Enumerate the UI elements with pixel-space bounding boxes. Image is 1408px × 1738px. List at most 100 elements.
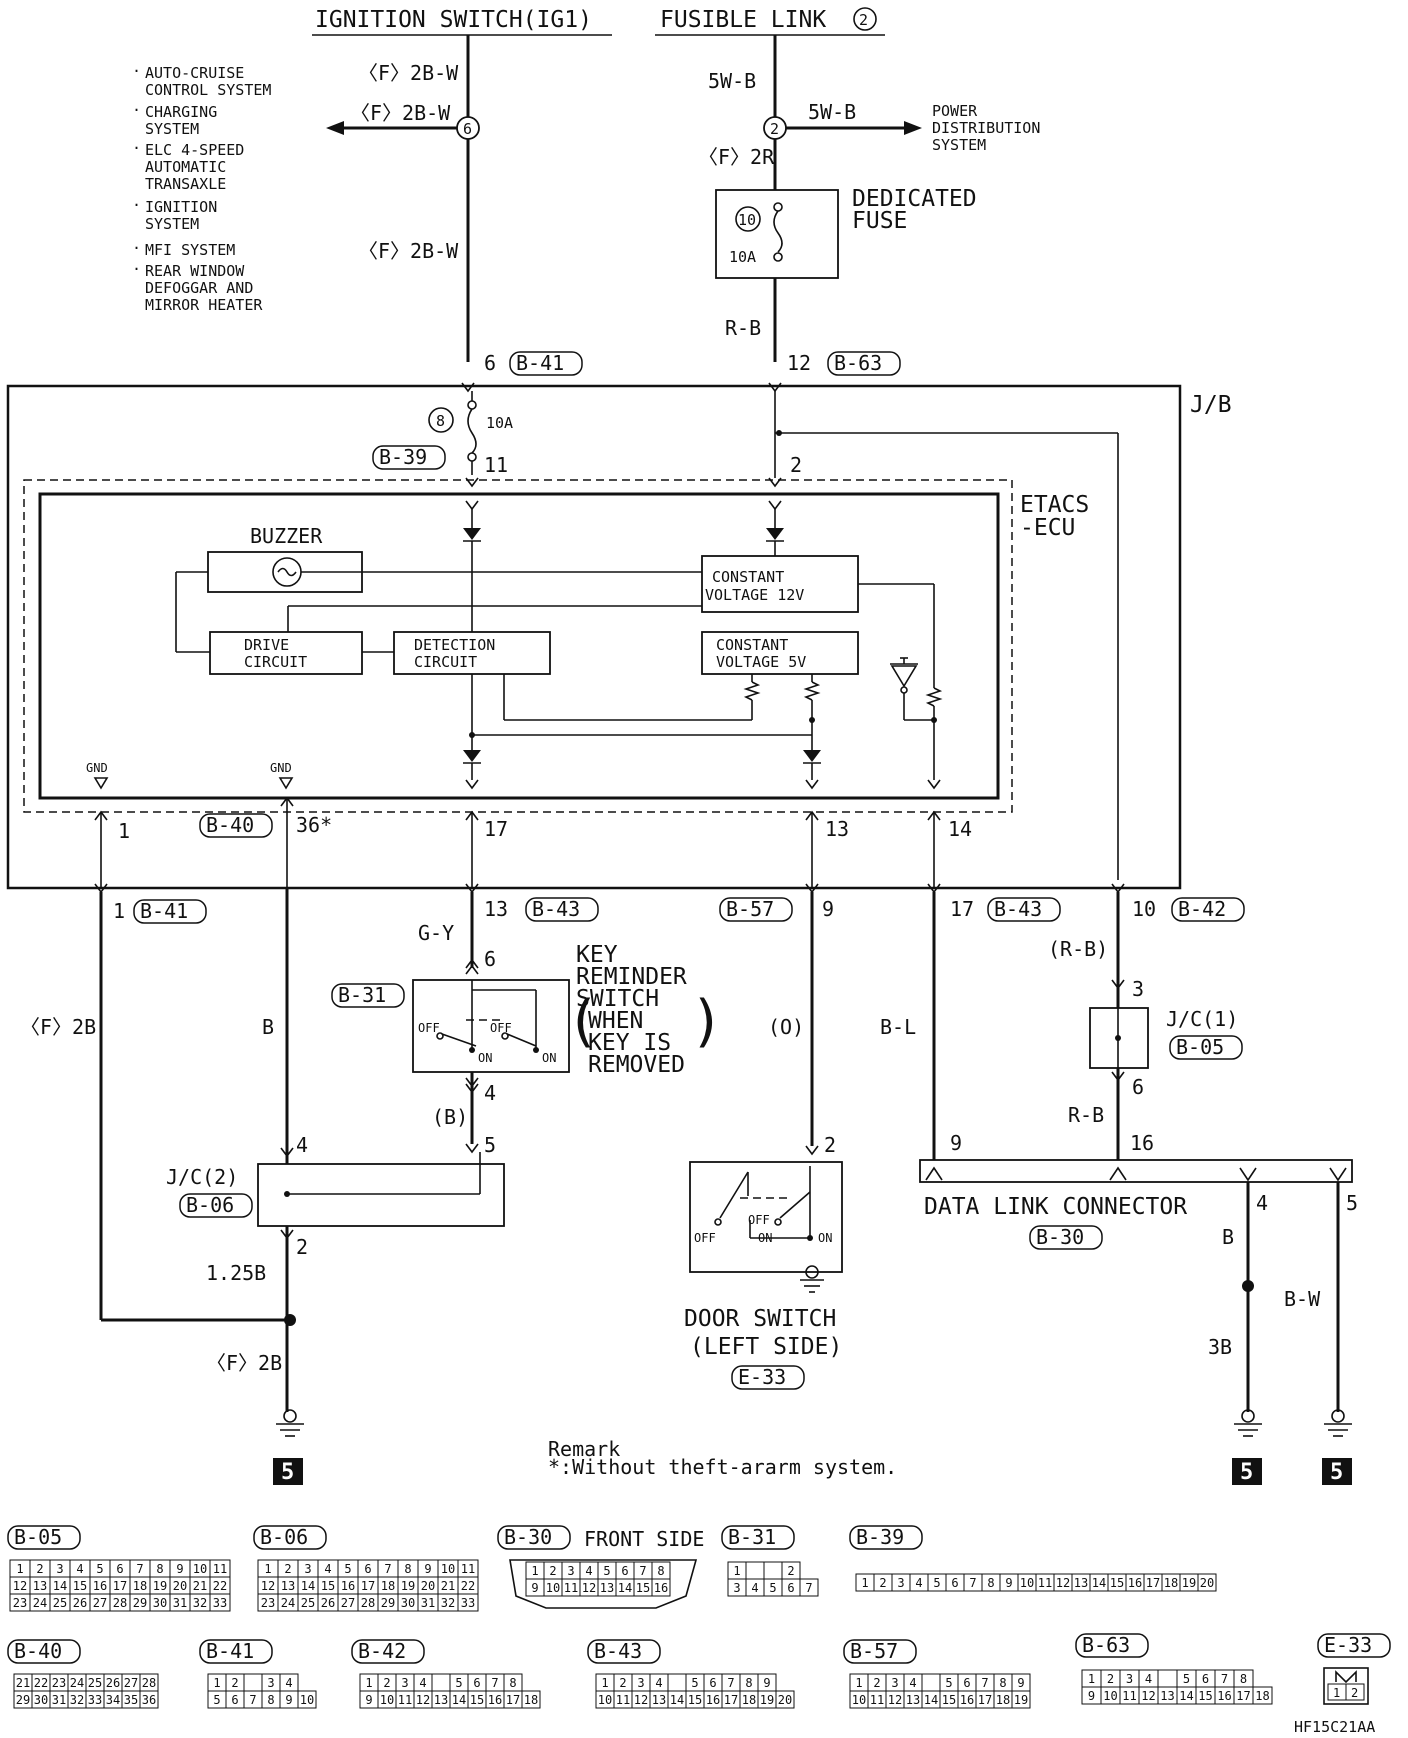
- pin-num: 27: [124, 1676, 138, 1690]
- pin-num: 19: [1014, 1693, 1028, 1707]
- pin-num: 21: [16, 1676, 30, 1690]
- ks-title-2: REMINDER: [576, 964, 687, 990]
- pin-num: 15: [942, 1693, 956, 1707]
- pin-num: 19: [1182, 1576, 1196, 1590]
- pin-num: 17: [724, 1693, 738, 1707]
- connector-face-b30: [509, 1559, 698, 1609]
- wire-5wb-2: 5W-B: [808, 100, 856, 124]
- face-label-b41: B-41: [206, 1639, 254, 1663]
- ks-off-1: OFF: [418, 1021, 440, 1035]
- jb-pin-2: 2: [790, 453, 802, 477]
- face-label-e33: E-33: [1324, 1633, 1372, 1657]
- pin-num: 1: [213, 1676, 220, 1690]
- pin-num: 3: [401, 1676, 408, 1690]
- pin-num: 15: [636, 1581, 650, 1595]
- pin-num: 2: [231, 1676, 238, 1690]
- pin-num: 18: [742, 1693, 756, 1707]
- wire-5wb-1: 5W-B: [708, 69, 756, 93]
- pin-cell: [457, 1593, 479, 1612]
- pin-num: 2: [383, 1676, 390, 1690]
- door-on-1: ON: [758, 1231, 772, 1245]
- pin-num: 10: [852, 1693, 866, 1707]
- arrow-right-icon: [904, 121, 922, 135]
- pin-num: 7: [981, 1676, 988, 1690]
- ks-conn: B-31: [338, 983, 386, 1007]
- gnd-2: GND: [270, 761, 292, 775]
- pin-num: 8: [404, 1562, 411, 1576]
- jc1-conn: B-05: [1176, 1035, 1224, 1059]
- pin-num: 7: [969, 1576, 976, 1590]
- ground-num: 5: [1240, 1460, 1253, 1485]
- pin-num: 4: [1145, 1672, 1152, 1686]
- wire-b-2: B: [262, 1015, 274, 1039]
- ignition-switch-label: IGNITION SWITCH(IG1): [315, 7, 592, 33]
- pin-num: 20: [421, 1579, 435, 1593]
- pin-num: 22: [213, 1579, 227, 1593]
- face-label-b39: B-39: [856, 1525, 904, 1549]
- pin-num: 25: [301, 1596, 315, 1610]
- pin-num: 9: [1088, 1689, 1095, 1703]
- system-line: CONTROL SYSTEM: [145, 81, 271, 99]
- wire-rb-1: R-B: [725, 316, 761, 340]
- pin-num: 5: [691, 1676, 698, 1690]
- pin-num: 7: [491, 1676, 498, 1690]
- ks-off-2: OFF: [490, 1021, 512, 1035]
- cv5-line2: VOLTAGE 5V: [716, 653, 806, 671]
- pin-cell: [243, 1673, 263, 1692]
- jc2-pin-4: 4: [296, 1133, 308, 1157]
- face-label-b42: B-42: [358, 1639, 406, 1663]
- pin-num: 6: [116, 1562, 123, 1576]
- pin-num: 31: [173, 1596, 187, 1610]
- pin-num: 1: [16, 1562, 23, 1576]
- ground-num: 5: [281, 1460, 294, 1485]
- pin-num: 31: [52, 1693, 66, 1707]
- remark-2: *:Without theft-ararm system.: [548, 1455, 897, 1479]
- wire-f2bw-2: 〈F〉2B-W: [350, 101, 451, 125]
- drive-line2: CIRCUIT: [244, 653, 307, 671]
- pin-num: 22: [461, 1579, 475, 1593]
- pin-num: 3: [267, 1676, 274, 1690]
- pin-num: 20: [778, 1693, 792, 1707]
- pin-num: 11: [616, 1693, 630, 1707]
- wire-gy: G-Y: [418, 921, 454, 945]
- pin-num: 13: [1160, 1689, 1174, 1703]
- buzzer-label: BUZZER: [250, 524, 323, 548]
- pin-num: 24: [70, 1676, 84, 1690]
- jc1-pin-3: 3: [1132, 977, 1144, 1001]
- pin-num: 3: [304, 1562, 311, 1576]
- pin-num: 3: [733, 1581, 740, 1595]
- system-line: DEFOGGAR AND: [145, 279, 253, 297]
- pin-num: 2: [1107, 1672, 1114, 1686]
- pin-num: 15: [470, 1693, 484, 1707]
- pin-num: 8: [1240, 1672, 1247, 1686]
- pin-num: 6: [364, 1562, 371, 1576]
- face-label-b05: B-05: [14, 1525, 62, 1549]
- power-dist-1: POWER: [932, 102, 978, 120]
- pin-num: 35: [124, 1693, 138, 1707]
- pin-num: 27: [341, 1596, 355, 1610]
- splice-6: 6: [463, 120, 472, 138]
- wire-f2bw-3: 〈F〉2B-W: [358, 239, 459, 263]
- etacs-label-1: ETACS: [1020, 492, 1089, 518]
- pin-cell: [297, 1690, 317, 1709]
- ded-fuse-label-1: DEDICATED: [852, 186, 977, 212]
- ded-fuse-num: 10: [738, 211, 756, 229]
- pin-cell: [775, 1690, 795, 1709]
- system-bullet: ·: [132, 239, 141, 257]
- ks-pin-6: 6: [484, 947, 496, 971]
- pin-num: 18: [133, 1579, 147, 1593]
- wire-bw: B-W: [1284, 1287, 1321, 1311]
- pin-num: 32: [441, 1596, 455, 1610]
- jb-label: J/B: [1190, 392, 1232, 418]
- pin-num: 26: [321, 1596, 335, 1610]
- detection-circuit: [393, 631, 551, 675]
- pin-num: 11: [564, 1581, 578, 1595]
- pin-num: 1: [733, 1564, 740, 1578]
- cv12-line1: CONSTANT: [712, 568, 784, 586]
- face-label-b30: B-30: [504, 1525, 552, 1549]
